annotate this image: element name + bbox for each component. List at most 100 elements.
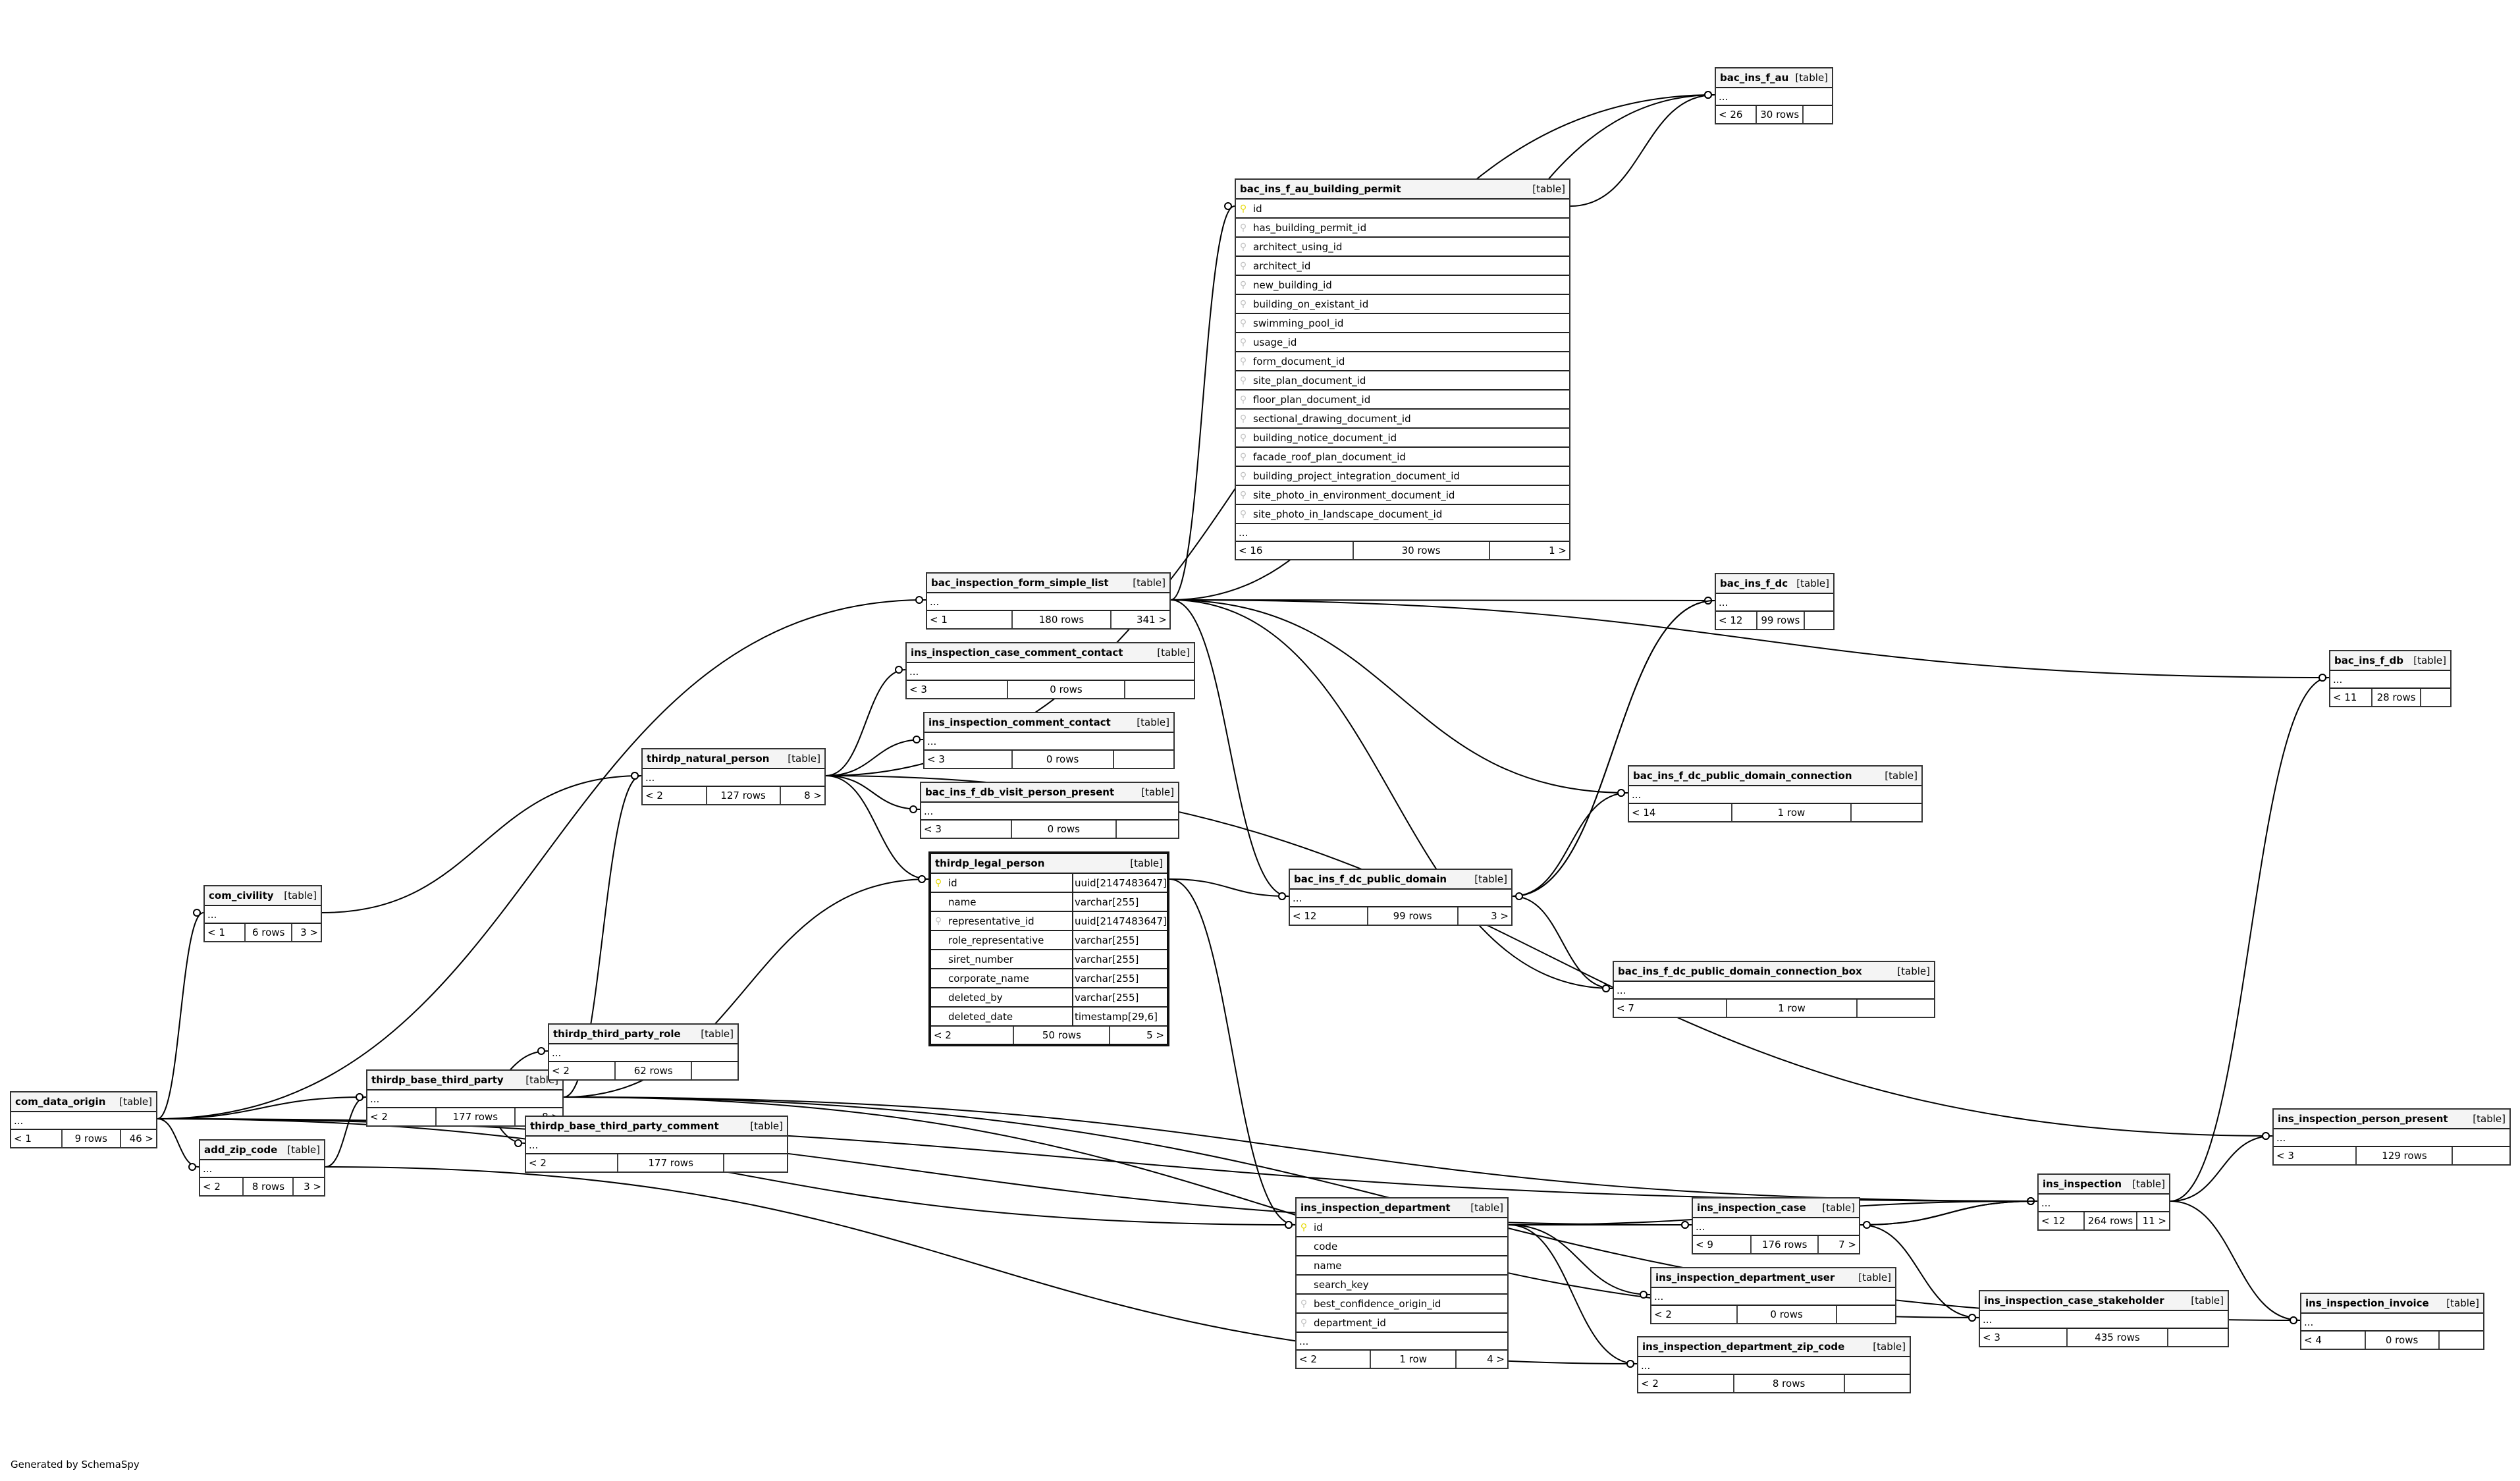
column-row[interactable]: ⚲has_building_permit_id bbox=[1236, 219, 1569, 238]
table-name[interactable]: thirdp_third_party_role bbox=[553, 1028, 681, 1040]
more-columns[interactable]: ... bbox=[907, 663, 1194, 681]
table-name[interactable]: ins_inspection_case_comment_contact bbox=[911, 647, 1123, 659]
children-link[interactable]: 7 > bbox=[1838, 1239, 1856, 1251]
children-link[interactable]: 3 > bbox=[1491, 910, 1509, 922]
more-columns[interactable]: ... bbox=[921, 803, 1178, 821]
children-link[interactable] bbox=[1125, 681, 1194, 698]
children-link[interactable]: 8 > bbox=[804, 790, 822, 801]
more-columns[interactable]: ... bbox=[1651, 1288, 1895, 1306]
more-columns[interactable]: ... bbox=[367, 1091, 562, 1108]
table-header[interactable]: ins_inspection_case_stakeholder[table] bbox=[1980, 1291, 2228, 1311]
parents-link[interactable]: < 2 bbox=[526, 1154, 618, 1171]
table-name[interactable]: ins_inspection_department bbox=[1300, 1202, 1451, 1214]
table-ins_inspection_person_present[interactable]: ins_inspection_person_present[table]...<… bbox=[2272, 1108, 2511, 1166]
parents-link[interactable]: < 16 bbox=[1236, 542, 1354, 559]
column-row[interactable]: ⚲usage_id bbox=[1236, 333, 1569, 352]
more-columns[interactable]: ... bbox=[1614, 982, 1934, 1000]
more-columns[interactable]: ... bbox=[1236, 524, 1569, 542]
column-row[interactable]: ⚲new_building_id bbox=[1236, 276, 1569, 295]
column-row[interactable]: ⚲best_confidence_origin_id bbox=[1297, 1295, 1507, 1314]
children-link[interactable] bbox=[1804, 106, 1832, 123]
table-name[interactable]: bac_ins_f_dc_public_domain bbox=[1294, 873, 1447, 885]
column-row[interactable]: ⚲sectional_drawing_document_id bbox=[1236, 410, 1569, 429]
parents-link[interactable]: < 3 bbox=[921, 821, 1012, 838]
table-header[interactable]: bac_ins_f_au_building_permit[table] bbox=[1236, 180, 1569, 200]
table-header[interactable]: com_civility[table] bbox=[205, 886, 321, 906]
children-link[interactable] bbox=[1805, 612, 1833, 629]
more-columns[interactable]: ... bbox=[643, 769, 824, 787]
more-columns[interactable]: ... bbox=[549, 1044, 737, 1062]
parents-link[interactable]: < 2 bbox=[1651, 1306, 1738, 1323]
column-row[interactable]: ⚲id bbox=[1297, 1218, 1507, 1237]
table-bac_ins_f_db_visit_person_present[interactable]: bac_ins_f_db_visit_person_present[table]… bbox=[920, 782, 1179, 839]
table-name[interactable]: bac_ins_f_au bbox=[1720, 72, 1789, 84]
column-row[interactable]: ⚲department_id bbox=[1297, 1314, 1507, 1333]
parents-link[interactable]: < 2 bbox=[931, 1027, 1015, 1044]
children-link[interactable]: 3 > bbox=[300, 927, 318, 938]
table-header[interactable]: bac_ins_f_db_visit_person_present[table] bbox=[921, 783, 1178, 803]
children-link[interactable] bbox=[2440, 1332, 2483, 1349]
parents-link[interactable]: < 12 bbox=[1716, 612, 1757, 629]
column-row[interactable]: ⚲building_project_integration_document_i… bbox=[1236, 467, 1569, 486]
table-bac_inspection_form_simple_list[interactable]: bac_inspection_form_simple_list[table]..… bbox=[926, 572, 1171, 630]
table-name[interactable]: ins_inspection bbox=[2043, 1178, 2122, 1190]
table-header[interactable]: ins_inspection_person_present[table] bbox=[2274, 1110, 2509, 1129]
table-header[interactable]: ins_inspection_comment_contact[table] bbox=[925, 713, 1173, 733]
children-link[interactable]: 5 > bbox=[1146, 1029, 1164, 1041]
more-columns[interactable]: ... bbox=[2039, 1195, 2169, 1212]
column-row[interactable]: ⚲building_notice_document_id bbox=[1236, 429, 1569, 448]
more-columns[interactable]: ... bbox=[927, 593, 1169, 611]
table-name[interactable]: ins_inspection_case_stakeholder bbox=[1984, 1295, 2164, 1306]
more-columns[interactable]: ... bbox=[1980, 1311, 2228, 1329]
parents-link[interactable]: < 3 bbox=[2274, 1147, 2357, 1164]
table-header[interactable]: thirdp_base_third_party_comment[table] bbox=[526, 1117, 787, 1137]
table-header[interactable]: bac_ins_f_dc_public_domain_connection[ta… bbox=[1629, 767, 1921, 786]
column-row[interactable]: ⚲facade_roof_plan_document_id bbox=[1236, 448, 1569, 467]
more-columns[interactable]: ... bbox=[2274, 1129, 2509, 1147]
table-header[interactable]: add_zip_code[table] bbox=[200, 1141, 324, 1160]
table-bac_ins_f_au_building_permit[interactable]: bac_ins_f_au_building_permit[table]⚲id⚲h… bbox=[1235, 178, 1570, 560]
column-row[interactable]: ⚲site_plan_document_id bbox=[1236, 371, 1569, 390]
children-link[interactable] bbox=[1852, 804, 1921, 821]
more-columns[interactable]: ... bbox=[200, 1160, 324, 1178]
table-header[interactable]: thirdp_base_third_party[table] bbox=[367, 1071, 562, 1091]
more-columns[interactable]: ... bbox=[11, 1112, 156, 1130]
column-row[interactable]: ⚲architect_using_id bbox=[1236, 238, 1569, 257]
parents-link[interactable]: < 14 bbox=[1629, 804, 1732, 821]
parents-link[interactable]: < 2 bbox=[367, 1108, 437, 1125]
children-link[interactable] bbox=[724, 1154, 787, 1171]
parents-link[interactable]: < 2 bbox=[200, 1178, 244, 1195]
more-columns[interactable]: ... bbox=[925, 733, 1173, 751]
table-bac_ins_f_dc_public_domain_connection[interactable]: bac_ins_f_dc_public_domain_connection[ta… bbox=[1628, 765, 1923, 822]
more-columns[interactable]: ... bbox=[2330, 671, 2450, 689]
parents-link[interactable]: < 11 bbox=[2330, 689, 2373, 706]
parents-link[interactable]: < 4 bbox=[2301, 1332, 2366, 1349]
parents-link[interactable]: < 2 bbox=[643, 787, 707, 804]
more-columns[interactable]: ... bbox=[1716, 88, 1832, 106]
table-name[interactable]: bac_ins_f_db_visit_person_present bbox=[925, 786, 1115, 798]
table-name[interactable]: bac_ins_f_dc_public_domain_connection bbox=[1633, 770, 1852, 782]
table-header[interactable]: ins_inspection_case[table] bbox=[1693, 1198, 1859, 1218]
column-row[interactable]: ⚲building_on_existant_id bbox=[1236, 295, 1569, 314]
more-columns[interactable]: ... bbox=[526, 1137, 787, 1154]
table-name[interactable]: ins_inspection_person_present bbox=[2278, 1113, 2448, 1125]
table-header[interactable]: ins_inspection_invoice[table] bbox=[2301, 1294, 2483, 1314]
table-name[interactable]: add_zip_code bbox=[204, 1144, 278, 1156]
table-header[interactable]: bac_ins_f_au[table] bbox=[1716, 68, 1832, 88]
table-name[interactable]: ins_inspection_invoice bbox=[2305, 1297, 2429, 1309]
table-header[interactable]: ins_inspection_case_comment_contact[tabl… bbox=[907, 643, 1194, 663]
table-header[interactable]: ins_inspection[table] bbox=[2039, 1175, 2169, 1195]
table-header[interactable]: com_data_origin[table] bbox=[11, 1092, 156, 1112]
table-ins_inspection_case_comment_contact[interactable]: ins_inspection_case_comment_contact[tabl… bbox=[905, 642, 1195, 699]
column-row[interactable]: ⚲id bbox=[1236, 200, 1569, 219]
